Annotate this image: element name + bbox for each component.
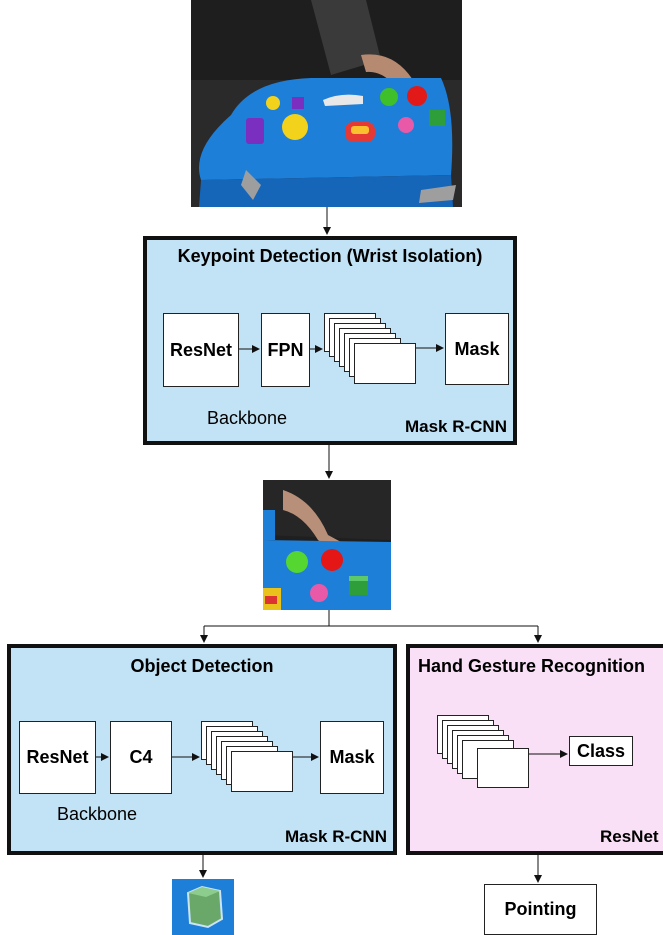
gesture-class-block: Class	[569, 736, 633, 766]
keypoint-panel-title: Keypoint Detection (Wrist Isolation)	[177, 246, 483, 266]
gesture-output-box: Pointing	[484, 884, 597, 935]
object-backbone-label: Backbone	[57, 804, 138, 824]
object-c4-block: C4	[110, 721, 172, 794]
gesture-panel-title: Hand Gesture Recognition	[418, 656, 646, 676]
keypoint-model-tag: Mask R-CNN	[404, 417, 507, 436]
gesture-inner-arrows	[529, 750, 568, 758]
gesture-recognition-panel: Hand Gesture Recognition Class ResNet	[406, 644, 663, 855]
keypoint-resnet-block: ResNet	[163, 313, 239, 387]
object-model-tag: Mask R-CNN	[284, 827, 387, 846]
object-mask-block: Mask	[320, 721, 384, 794]
keypoint-backbone-label: Backbone	[207, 408, 288, 428]
cropped-hand-photo	[263, 480, 391, 610]
object-resnet-block: ResNet	[19, 721, 96, 794]
keypoint-detection-panel: Keypoint Detection (Wrist Isolation) Res…	[143, 236, 517, 445]
keypoint-inner-arrows	[239, 344, 444, 353]
detected-object-thumbnail	[172, 879, 234, 935]
object-panel-title: Object Detection	[130, 656, 274, 676]
object-inner-arrows	[96, 753, 319, 761]
tabletop-toys-photo	[191, 0, 462, 207]
object-detection-panel: Object Detection ResNet C4 Mask Backbone…	[7, 644, 397, 855]
keypoint-mask-block: Mask	[445, 313, 509, 385]
gesture-model-tag: ResNet	[600, 827, 659, 846]
keypoint-fpn-block: FPN	[261, 313, 310, 387]
